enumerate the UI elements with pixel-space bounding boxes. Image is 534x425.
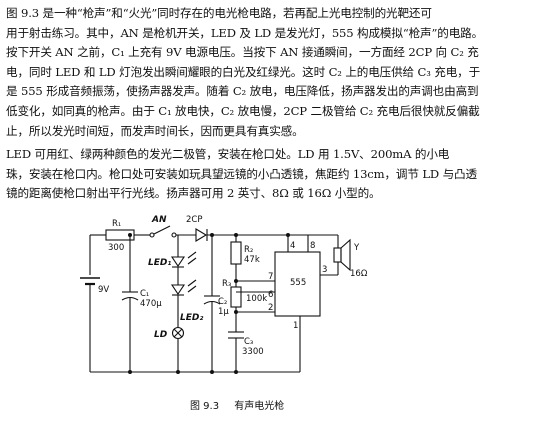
speaker-value: 16Ω [350, 269, 368, 279]
pin-8-label: 8 [310, 241, 315, 251]
pin-2-label: 2 [268, 303, 273, 313]
c3-label: C₃ [244, 337, 253, 347]
text-line: 珠，安装在枪口内。枪口处可安装如玩具望远镜的小凸透镜，焦距约 13cm，调节 L… [6, 166, 477, 181]
speaker-label: Y [353, 243, 360, 253]
led2-label: LED₂ [180, 313, 203, 323]
c2-label: C₂ [218, 297, 227, 307]
text-line: 镜的距离使枪口射出平行光线。扬声器可用 2 英寸、8Ω 或 16Ω 小型的。 [6, 186, 381, 201]
figure-number: 图 9.3 [190, 401, 220, 412]
r1-label: R₁ [112, 219, 121, 229]
pin-4-label: 4 [290, 241, 295, 251]
led1-label: LED₁ [148, 258, 171, 268]
pin-1-label: 1 [293, 321, 298, 331]
text-line: 用于射击练习。其中，AN 是枪机开关，LED 及 LD 是发光灯，555 构成模… [6, 25, 484, 40]
pin-6-label: 6 [268, 290, 273, 300]
paragraph-component-notes: LED 可用红、绿两种颜色的发光二极管，安装在枪口处。LD 用 1.5V、200… [6, 145, 528, 204]
ld-label: LD [154, 330, 168, 340]
r2-value: 47k [244, 255, 260, 265]
pin-7-label: 7 [268, 272, 273, 282]
text-line: 低变化，如同真的枪声。由于 C₁ 放电快，C₂ 放电慢，2CP 二极管给 C₂ … [6, 103, 480, 118]
text-line: 止，所以发光时间短，而发声时间长，因而更具有真实感。 [6, 123, 304, 138]
figure-caption: 图 9.3 有声电光枪 [190, 397, 296, 412]
r3-value: 100k [246, 294, 267, 304]
text-line: 图 9.3 是一种“枪声”和“火光”同时存在的电光枪电路，若再配上光电控制的光靶… [6, 6, 432, 20]
paragraph-circuit-description: 图 9.3 是一种“枪声”和“火光”同时存在的电光枪电路，若再配上光电控制的光靶… [6, 4, 528, 141]
text-line: 是 555 形成音频振荡，使扬声器发声。随着 C₂ 放电，电压降低，扬声器发出的… [6, 84, 479, 99]
pin-3-label: 3 [322, 265, 327, 275]
c3-value: 3300 [242, 347, 264, 357]
c1-label: C₁ [140, 289, 149, 299]
text-line: LED 可用红、绿两种颜色的发光二极管，安装在枪口处。LD 用 1.5V、200… [6, 147, 450, 161]
text-line: 按下开关 AN 之前，C₁ 上充有 9V 电源电压。当按下 AN 接通瞬间，一方… [6, 45, 479, 60]
c1-value: 470μ [140, 299, 162, 309]
r2-label: R₂ [244, 245, 253, 255]
r3-label: R₃ [222, 279, 231, 289]
battery-label: 9V [98, 285, 109, 295]
switch-an-label: AN [151, 215, 167, 225]
ic-555-label: 555 [290, 278, 306, 288]
diode-2cp-label: 2CP [186, 215, 202, 225]
text-line: 电，同时 LED 和 LD 灯泡发出瞬间耀眼的白光及红绿光。这时 C₂ 上的电压… [6, 64, 481, 79]
c2-value: 1μ [218, 307, 229, 317]
r1-value: 300 [108, 243, 124, 253]
figure-title: 有声电光枪 [234, 401, 285, 412]
